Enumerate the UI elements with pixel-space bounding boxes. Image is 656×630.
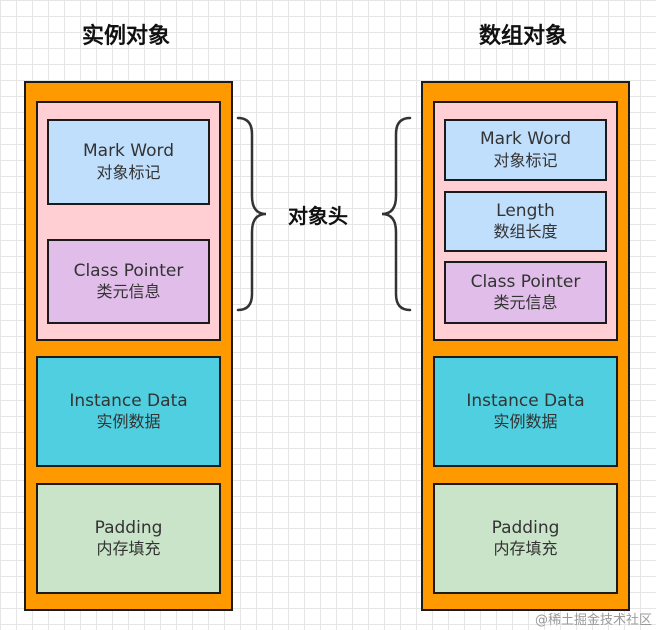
block-label-zh: 内存填充 bbox=[96, 539, 161, 559]
block-label-zh: 类元信息 bbox=[96, 282, 161, 302]
watermark: @稀土掘金技术社区 bbox=[534, 613, 652, 628]
right-brace bbox=[381, 116, 412, 312]
block-label-en: Instance Data bbox=[466, 390, 585, 411]
block-label-en: Padding bbox=[491, 517, 560, 538]
block-label-zh: 实例数据 bbox=[493, 412, 558, 432]
instance-padding-block: Padding 内存填充 bbox=[36, 483, 221, 594]
block-label-zh: 类元信息 bbox=[493, 293, 558, 313]
instance-mark-word-block: Mark Word 对象标记 bbox=[47, 119, 210, 205]
block-label-en: Instance Data bbox=[69, 390, 188, 411]
block-label-en: Mark Word bbox=[82, 141, 175, 162]
block-label-en: Padding bbox=[94, 517, 163, 538]
block-label-zh: 实例数据 bbox=[96, 412, 161, 432]
array-length-block: Length 数组长度 bbox=[444, 191, 607, 252]
array-object-diagram: Mark Word 对象标记 Length 数组长度 Class Pointer… bbox=[421, 81, 630, 611]
block-label-en: Length bbox=[496, 200, 555, 221]
block-label-zh: 数组长度 bbox=[493, 222, 558, 242]
array-object-header: Mark Word 对象标记 Length 数组长度 Class Pointer… bbox=[433, 101, 618, 341]
instance-object-diagram: Mark Word 对象标记 Class Pointer 类元信息 Instan… bbox=[24, 81, 233, 611]
array-class-pointer-block: Class Pointer 类元信息 bbox=[444, 261, 607, 324]
array-instance-data-block: Instance Data 实例数据 bbox=[433, 356, 618, 467]
block-label-en: Mark Word bbox=[479, 129, 572, 150]
array-mark-word-block: Mark Word 对象标记 bbox=[444, 119, 607, 181]
instance-object-title: 实例对象 bbox=[82, 24, 171, 49]
block-label-zh: 对象标记 bbox=[96, 162, 161, 182]
block-label-zh: 内存填充 bbox=[493, 539, 558, 559]
instance-data-block: Instance Data 实例数据 bbox=[36, 356, 221, 467]
instance-object-header: Mark Word 对象标记 Class Pointer 类元信息 bbox=[36, 101, 221, 341]
array-object-title: 数组对象 bbox=[479, 24, 568, 49]
block-label-en: Class Pointer bbox=[470, 271, 581, 292]
left-brace bbox=[236, 116, 267, 312]
instance-class-pointer-block: Class Pointer 类元信息 bbox=[47, 239, 210, 324]
block-label-en: Class Pointer bbox=[73, 260, 184, 281]
block-label-zh: 对象标记 bbox=[493, 150, 558, 170]
array-padding-block: Padding 内存填充 bbox=[433, 483, 618, 594]
object-header-label: 对象头 bbox=[288, 204, 348, 228]
